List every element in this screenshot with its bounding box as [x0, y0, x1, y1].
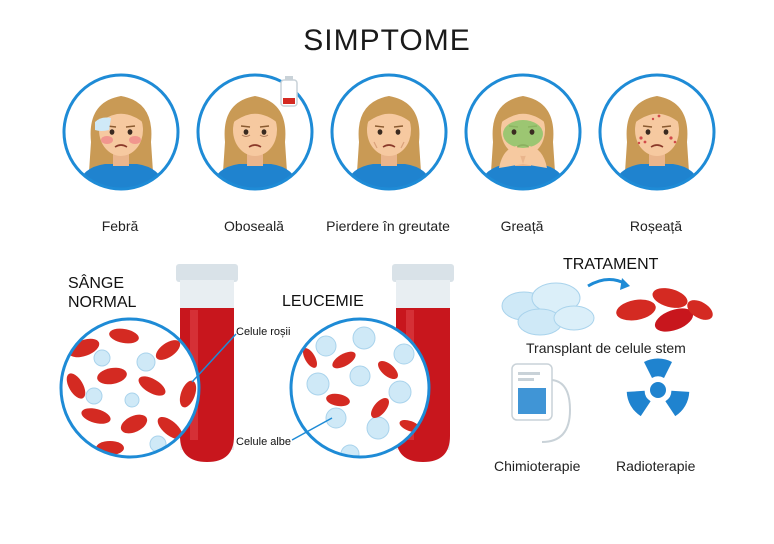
page-title: SIMPTOME: [303, 24, 471, 57]
normal-blood-label: SÂNGE NORMAL: [68, 275, 137, 311]
symptom-label: Oboseală: [224, 218, 284, 234]
blood-illustration: [59, 264, 454, 462]
battery-icon: [280, 76, 298, 107]
leukemia-blood-lens: [289, 317, 431, 459]
red-cells-pointer: [191, 333, 237, 383]
leukemia-label: LEUCEMIE: [282, 293, 364, 310]
iv-bag-icon: [511, 363, 572, 443]
red-cells-label: Celule roșii: [236, 326, 291, 338]
nausea-illustration: [463, 72, 583, 192]
chemotherapy-label: Chimioterapie: [494, 458, 581, 474]
fever-illustration: [61, 72, 181, 192]
white-cells-pointer: [291, 417, 333, 441]
symptom-label: Pierdere în greutate: [326, 218, 450, 234]
symptom-label: Greață: [500, 218, 544, 234]
arrow-icon: [587, 278, 630, 290]
treatment-illustration: [501, 278, 713, 443]
fatigue-illustration: [195, 72, 315, 192]
treatment-heading: TRATAMENT: [563, 256, 659, 273]
symptom-label: Febră: [101, 218, 139, 234]
stem-cells-icon: [501, 282, 595, 336]
stem-cell-transplant-label: Transplant de celule stem: [526, 340, 686, 356]
radiotherapy-label: Radioterapie: [616, 458, 696, 474]
redness-illustration: [597, 72, 717, 192]
symptom-label: Roșeață: [629, 218, 683, 234]
red-blood-cells-icon: [616, 288, 713, 332]
weight-loss-illustration: [329, 72, 449, 192]
white-cells-label: Celule albe: [236, 436, 292, 448]
radiation-icon: [626, 358, 690, 417]
normal-blood-lens: [59, 317, 201, 459]
